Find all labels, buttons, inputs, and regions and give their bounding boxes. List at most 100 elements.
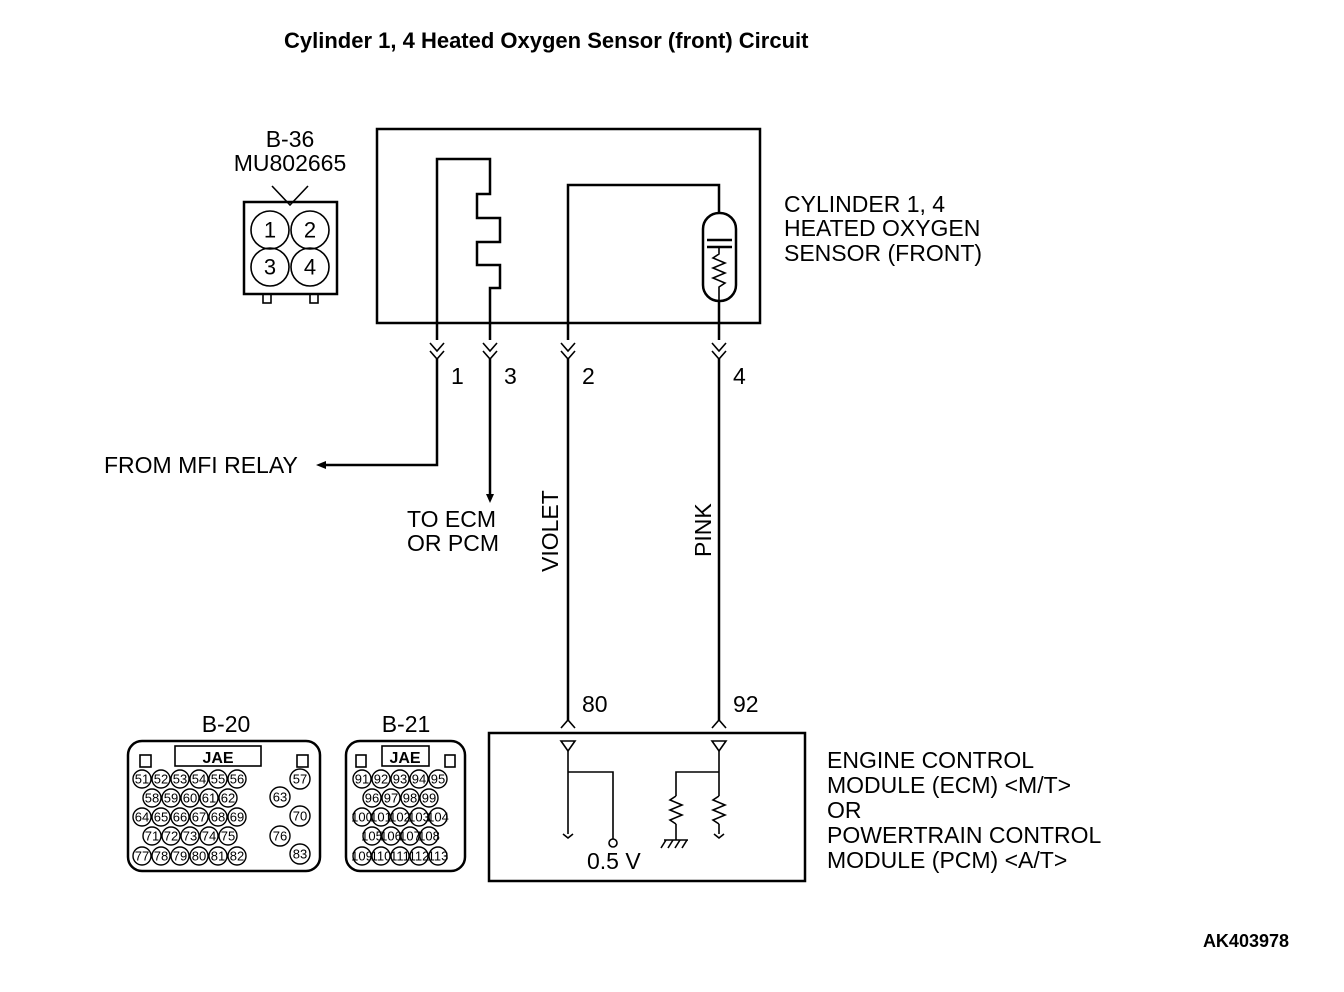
- connector-pin-label: 72: [164, 829, 178, 844]
- connector-pin: [390, 769, 410, 789]
- connector-pin: [371, 769, 391, 789]
- ecm-label-line: MODULE (ECM) <M/T>: [827, 772, 1071, 798]
- connector-pin: [381, 826, 401, 846]
- connector-pin: [352, 846, 372, 866]
- connector-pin-label: 81: [211, 849, 225, 864]
- connector-pin-label: 63: [273, 790, 287, 805]
- connector-pin-label: 97: [384, 791, 398, 806]
- connector-pin: [419, 788, 439, 808]
- connector-pin: [208, 846, 228, 866]
- connector-pin-label: 82: [230, 849, 244, 864]
- connector-pin-label: 51: [135, 772, 149, 787]
- connector-pin: [151, 807, 171, 827]
- connector-pin: [289, 843, 311, 865]
- connector-pin-label: 98: [403, 791, 417, 806]
- connector-pin: [419, 826, 439, 846]
- oxygen-sensor: CYLINDER 1, 4 HEATED OXYGEN SENSOR (FRON…: [375, 127, 982, 340]
- connector-pin-label: 83: [293, 847, 307, 862]
- connector-pin-label: 112: [409, 849, 430, 864]
- connector-pin: [269, 786, 291, 808]
- connector-pin-label: 100: [351, 810, 373, 825]
- connector-pin: [180, 788, 200, 808]
- connector-pin: [390, 807, 410, 827]
- connector-pin-label: 58: [145, 791, 159, 806]
- ecm-terminal-number: 80: [582, 691, 608, 717]
- connector-pin-label: 105: [361, 829, 383, 844]
- sensor-connector-chevrons: [429, 342, 727, 361]
- connector-pin-label: 65: [154, 810, 168, 825]
- connector-pin-label: 52: [154, 772, 168, 787]
- wire-pink-label: PINK: [690, 503, 716, 557]
- connector-pin-label: 113: [428, 849, 449, 864]
- connector-pin: [428, 769, 448, 789]
- ecm-label-line: POWERTRAIN CONTROL: [827, 822, 1102, 848]
- connector-pin: [170, 807, 190, 827]
- connector-pin: [409, 807, 429, 827]
- reference-code: AK403978: [1203, 931, 1289, 951]
- connector-b36-tab-left: [262, 293, 272, 304]
- connector-pin: [132, 846, 152, 866]
- connector-pin: [170, 846, 190, 866]
- connector-pin-label: 92: [374, 772, 388, 787]
- ecm-reference-voltage: 0.5 V: [587, 848, 641, 874]
- connector-pin: [189, 807, 209, 827]
- connector-pin-label: 78: [154, 849, 168, 864]
- connector-b20-body: [126, 739, 322, 873]
- connector-pin-label: 77: [135, 849, 149, 864]
- connector-pin-label: 107: [399, 829, 421, 844]
- connector-b21-maker-box: [381, 745, 430, 767]
- connector-b36-name: B-36: [266, 126, 315, 152]
- wire-mfi-relay: [320, 359, 439, 467]
- connector-pin: [362, 826, 382, 846]
- ecm-module: 0.5 V ENGINE CONTROL MODULE (ECM) <M/T> …: [487, 731, 1102, 883]
- connector-pin: [409, 769, 429, 789]
- connector-pin-label: 94: [412, 772, 426, 787]
- connector-pin-label: 79: [173, 849, 187, 864]
- connector-pin: [400, 788, 420, 808]
- connector-pin: [142, 788, 162, 808]
- connector-pin: [352, 769, 372, 789]
- connector-pin-label: 71: [145, 829, 159, 844]
- connector-pin-label: 66: [173, 810, 187, 825]
- connector-pin-label: 74: [202, 829, 216, 844]
- connector-b21-body: [344, 739, 467, 873]
- connector-pin: [189, 846, 209, 866]
- connector-pin: [132, 807, 152, 827]
- connector-pin: [269, 825, 291, 847]
- ecm-label-line: OR: [827, 797, 862, 823]
- connector-pin-label: 109: [351, 849, 373, 864]
- connector-pin-label: 110: [371, 849, 392, 864]
- connector-pin: [199, 826, 219, 846]
- connector-pin: [218, 788, 238, 808]
- connector-pin-label: 64: [135, 810, 149, 825]
- connector-b36-latch: [271, 185, 309, 207]
- connector-pin: [151, 846, 171, 866]
- connector-b36-tab-right: [309, 293, 319, 304]
- sensor-signal-line: [566, 183, 721, 340]
- connector-pin: [227, 846, 247, 866]
- connector-pin-label: 76: [273, 829, 287, 844]
- connector-pin-label: 99: [422, 791, 436, 806]
- connector-pin: [289, 805, 311, 827]
- diagram-title: Cylinder 1, 4 Heated Oxygen Sensor (fron…: [284, 28, 809, 53]
- connector-pin: [161, 826, 181, 846]
- connector-pin-label: 60: [183, 791, 197, 806]
- connector-pin-label: 73: [183, 829, 197, 844]
- heater-element: [435, 157, 502, 340]
- connector-pin: [208, 769, 228, 789]
- sensor-terminal-number: 1: [451, 363, 464, 389]
- connector-pin-label: 68: [211, 810, 225, 825]
- connector-pin-label: 108: [418, 829, 440, 844]
- sensor-terminal-number: 3: [504, 363, 517, 389]
- to-ecm-label: TO ECM: [407, 506, 496, 532]
- connector-pin: [142, 826, 162, 846]
- connector-pin: [289, 768, 311, 790]
- connector-pin: [218, 826, 238, 846]
- connector-pin-label: 102: [389, 810, 411, 825]
- sensor-label-line: SENSOR (FRONT): [784, 240, 982, 266]
- connector-b36-pin: 3: [264, 255, 276, 280]
